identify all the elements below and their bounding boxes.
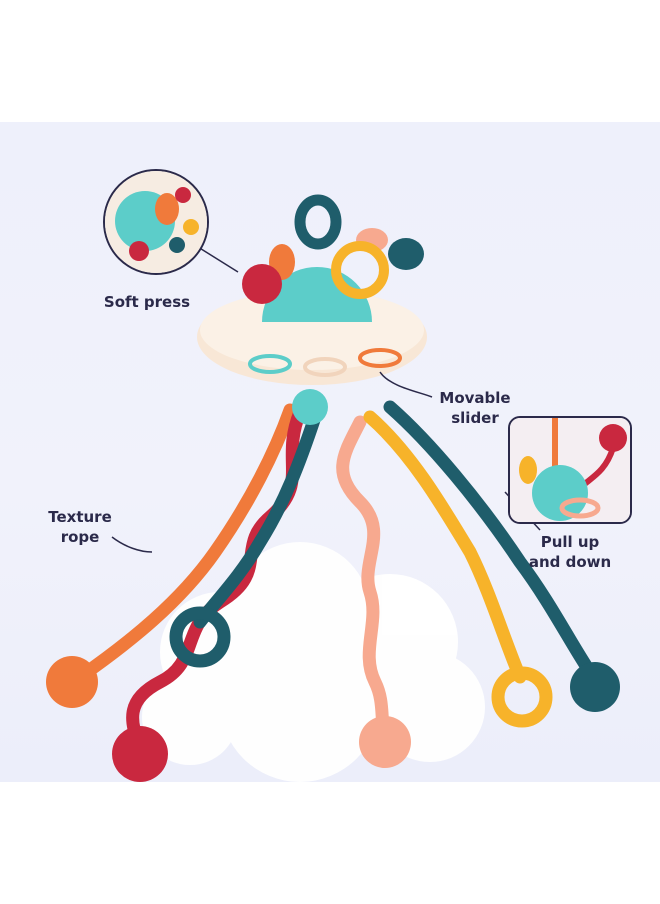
rope-pointer [111,536,153,553]
peach-rope-end [359,716,411,768]
orange-rope [73,403,297,684]
slider-hole-cream [303,357,347,377]
yellow-rope [363,410,527,684]
teal-ball [262,267,372,322]
soft-press-pointer [197,246,239,273]
red-rope-end [112,726,168,782]
slider-hole-orange [358,348,402,368]
texture-rope-label: Texture rope [48,508,112,546]
yellow-rope-ring [491,666,553,728]
darkteal-rope-end [570,662,620,712]
top-loop [294,194,342,250]
slider-pointer [379,371,433,398]
pull-up-down-label: Pull up and down [528,533,612,571]
soft-press-inset [103,169,209,275]
pull-up-inset [508,416,632,524]
orange-rope-end [46,656,98,708]
soft-press-label: Soft press [103,293,191,311]
peach-rope [336,415,392,741]
movable-slider-label: Movable slider [439,389,511,427]
darkteal-rope [383,400,597,679]
teal-rope-ring [169,606,231,668]
product-panel: Soft press Movable slider Texture rope P… [0,122,660,782]
toy-illustration [46,194,620,782]
teal-rope [193,410,322,629]
slider-hole-blue [248,354,292,374]
